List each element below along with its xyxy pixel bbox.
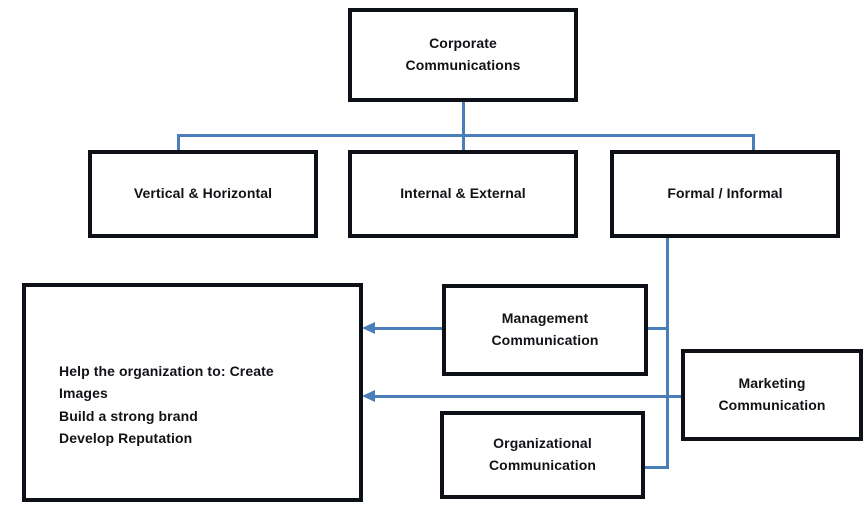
node-internal-external[interactable]: Internal & External (348, 150, 578, 238)
connector-marketing-to-outcomes (369, 395, 683, 398)
node-corporate-communications-label: Corporate Communications (405, 35, 521, 73)
connector-management-to-outcomes (369, 327, 444, 330)
node-outcomes[interactable]: Help the organization to: Create Images … (22, 283, 363, 502)
node-marketing-communication-label: Marketing Communication (718, 375, 826, 413)
node-management-communication-label: Management Communication (491, 310, 599, 348)
connector-spine-to-management (648, 327, 669, 330)
connector-bus-to-internal (462, 134, 465, 152)
node-outcomes-label: Help the organization to: Create Images … (59, 363, 274, 447)
node-formal-informal-label: Formal / Informal (667, 185, 783, 202)
node-internal-external-label: Internal & External (400, 185, 526, 202)
connector-horizontal-bus (177, 134, 755, 137)
node-management-communication[interactable]: Management Communication (442, 284, 648, 376)
node-organizational-communication-label: Organizational Communication (488, 435, 597, 473)
connector-bus-to-formal (752, 134, 755, 152)
node-formal-informal[interactable]: Formal / Informal (610, 150, 840, 238)
connector-spine-to-organizational (645, 466, 669, 469)
node-corporate-communications[interactable]: Corporate Communications (348, 8, 578, 102)
arrowhead-into-outcomes-upper (362, 322, 375, 334)
node-vertical-horizontal[interactable]: Vertical & Horizontal (88, 150, 318, 238)
node-vertical-horizontal-label: Vertical & Horizontal (133, 185, 273, 202)
arrowhead-into-outcomes-lower (362, 390, 375, 402)
node-organizational-communication[interactable]: Organizational Communication (440, 411, 645, 499)
connector-formal-vertical-spine (666, 237, 669, 469)
connector-bus-to-vertical (177, 134, 180, 152)
node-marketing-communication[interactable]: Marketing Communication (681, 349, 863, 441)
connector-corporate-to-bus (462, 101, 465, 135)
